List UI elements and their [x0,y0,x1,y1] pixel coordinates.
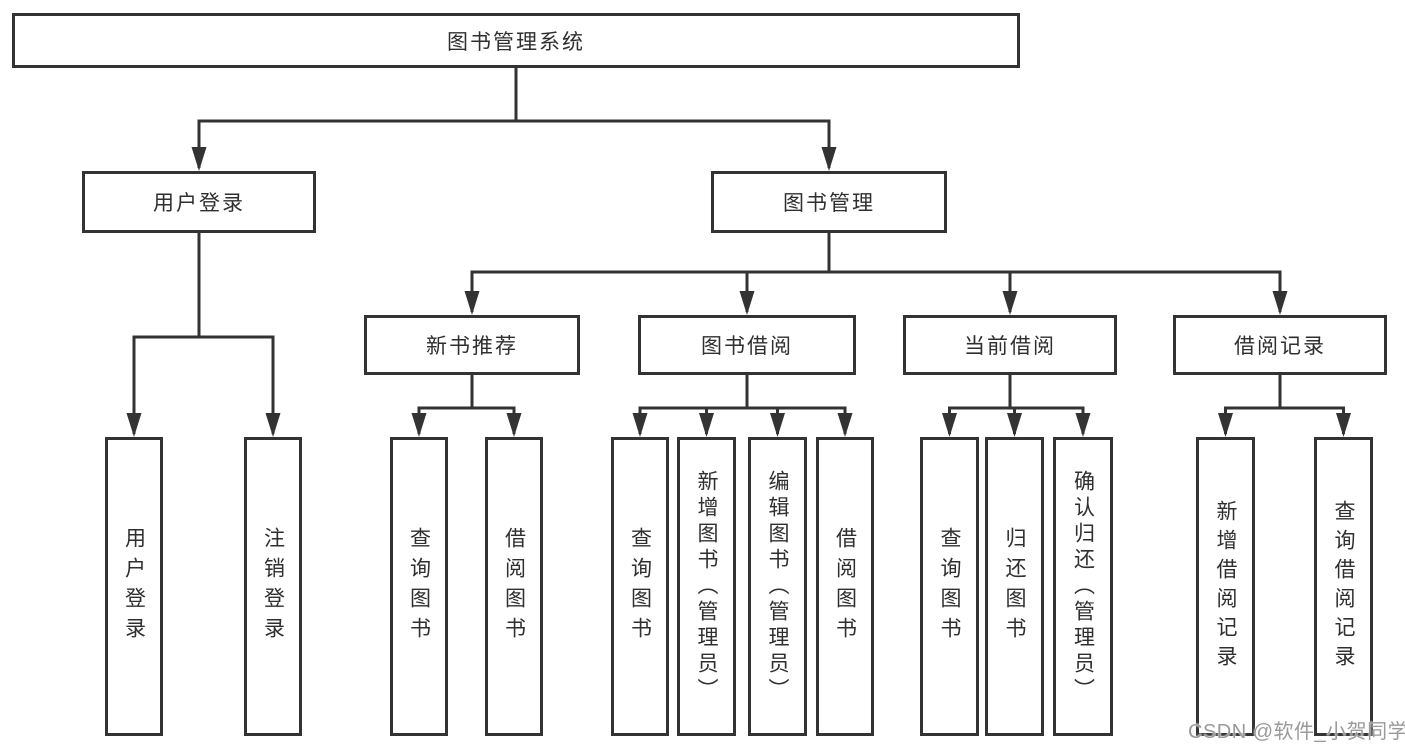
leaf-recommend-query-books: 查询图书 [390,437,448,736]
leaf-borrowing-borrow-books: 借阅图书 [816,437,874,736]
leaf-borrowing-add-book-admin: 新增图书（管理员） [677,437,736,736]
csdn-watermark: CSDN @软件_小贺同学 [1188,721,1405,743]
node-borrowing-records: 借阅记录 [1173,315,1387,375]
node-book-borrowing: 图书借阅 [638,315,856,375]
leaf-records-add-record: 新增借阅记录 [1196,437,1255,736]
leaf-current-return-books: 归还图书 [985,437,1044,736]
node-current-borrowing: 当前借阅 [903,315,1117,375]
leaf-user-login: 用户登录 [105,437,163,736]
leaf-borrowing-query-books: 查询图书 [611,437,669,736]
node-book-management: 图书管理 [711,171,947,233]
leaf-recommend-borrow-books: 借阅图书 [485,437,543,736]
leaf-logout: 注销登录 [244,437,302,736]
leaf-records-query-record: 查询借阅记录 [1314,437,1373,736]
leaf-borrowing-edit-book-admin: 编辑图书（管理员） [748,437,807,736]
leaf-current-query-books: 查询图书 [920,437,979,736]
node-library-system: 图书管理系统 [12,13,1020,68]
node-user-login: 用户登录 [82,171,316,233]
node-new-book-recommendation: 新书推荐 [364,315,580,375]
leaf-current-confirm-return-admin: 确认归还（管理员） [1053,437,1113,736]
